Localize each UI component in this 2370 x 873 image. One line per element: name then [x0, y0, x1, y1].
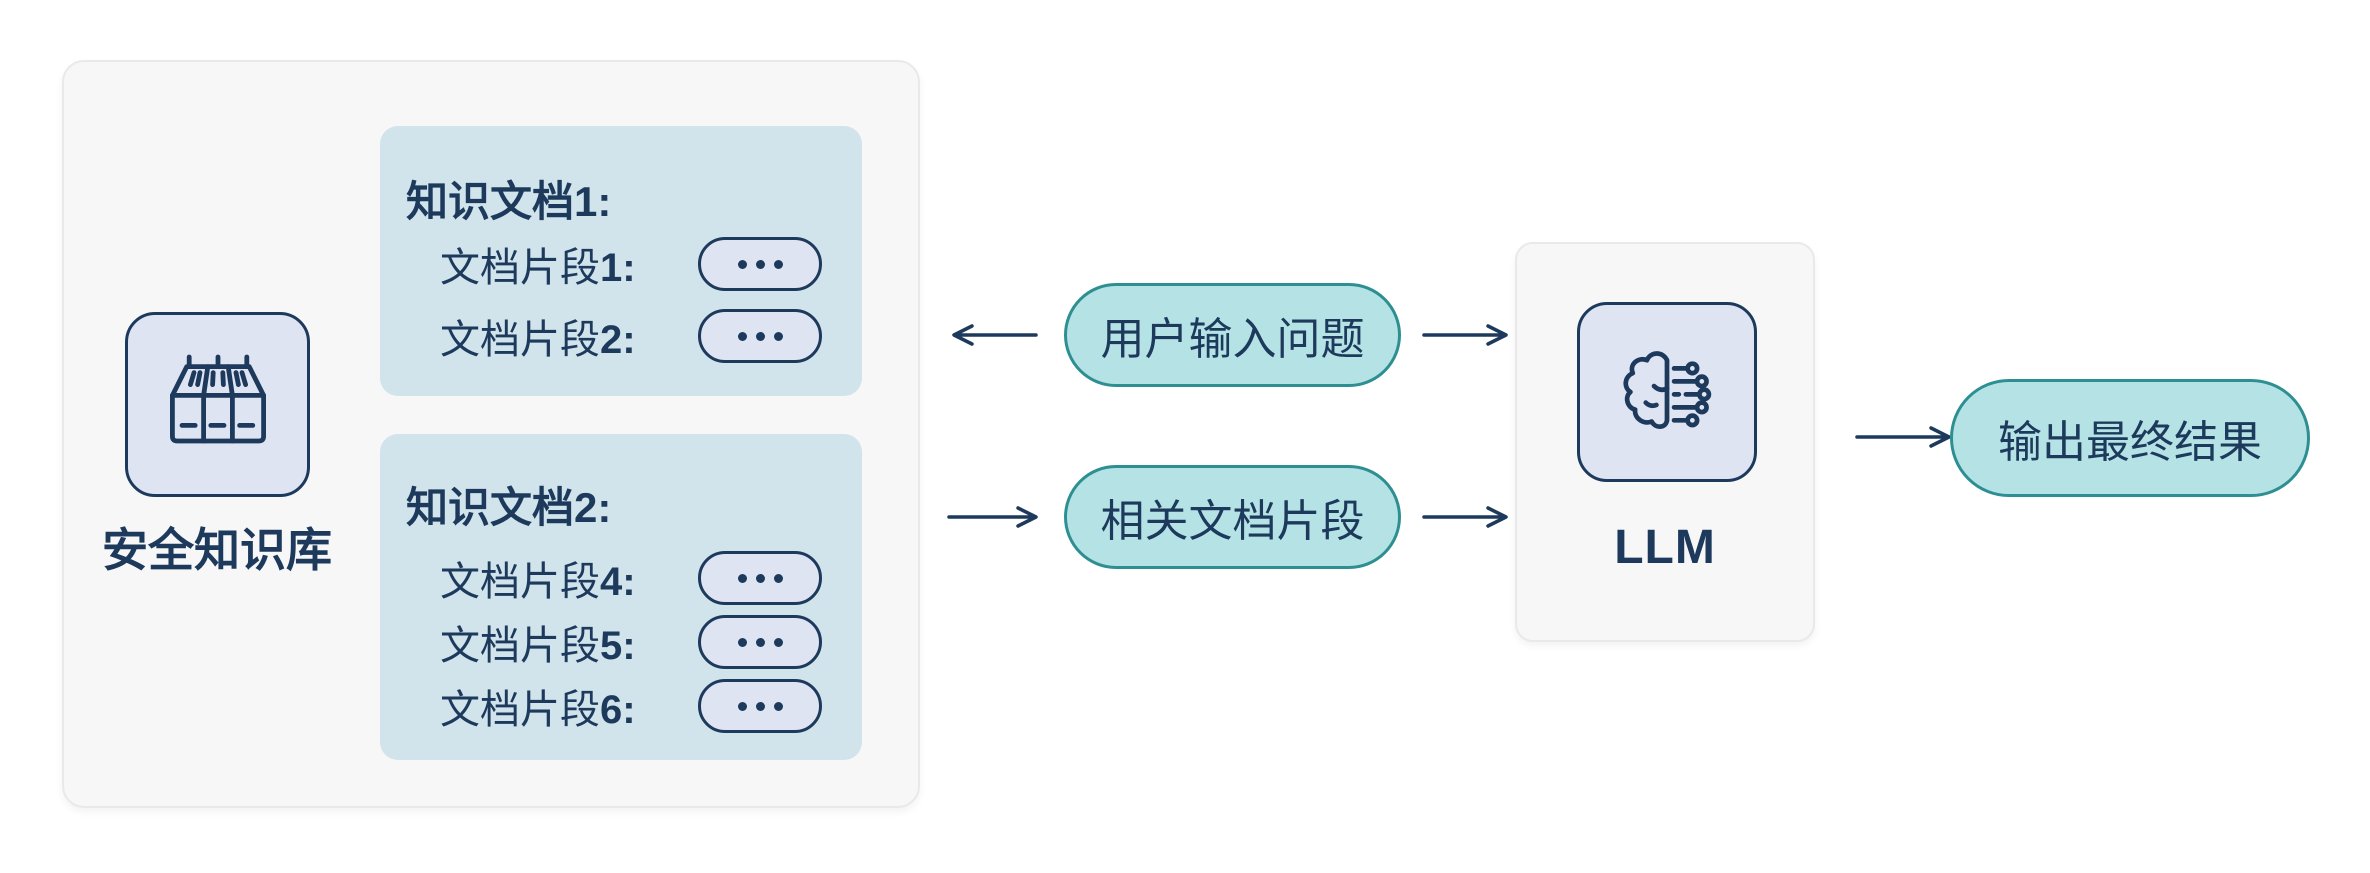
llm-tile	[1577, 302, 1757, 482]
fragment-text: 文档片段	[440, 246, 600, 290]
fragment-text: 文档片段	[440, 624, 600, 668]
fragment-number: 1:	[600, 246, 636, 290]
arrow-right-icon	[1420, 322, 1510, 348]
arrow-right-icon	[1853, 424, 1953, 450]
ellipsis-icon	[698, 679, 822, 733]
knowledge-doc-2-card: 知识文档2: 文档片段4: 文档片段5: 文档片段6:	[380, 434, 862, 760]
doc-2-fragment-row-1: 文档片段4:	[440, 550, 822, 606]
knowledge-doc-1-card: 知识文档1: 文档片段1: 文档片段2:	[380, 126, 862, 396]
user-query-pill: 用户输入问题	[1064, 283, 1401, 387]
knowledge-base-tile	[125, 312, 310, 497]
final-output-pill: 输出最终结果	[1950, 379, 2310, 497]
knowledge-base-label: 安全知识库	[102, 524, 332, 576]
fragment-label: 文档片段4:	[440, 549, 636, 607]
arrow-right-icon	[945, 504, 1040, 530]
related-fragments-pill: 相关文档片段	[1064, 465, 1401, 569]
arrow-left-icon	[945, 322, 1040, 348]
fragment-label: 文档片段2:	[440, 307, 636, 365]
fragment-label: 文档片段5:	[440, 613, 636, 671]
llm-panel: LLM	[1515, 242, 1815, 642]
llm-label: LLM	[1614, 521, 1716, 574]
ellipsis-icon	[698, 237, 822, 291]
brain-circuit-icon	[1623, 351, 1712, 430]
fragment-number: 5:	[600, 624, 636, 668]
doc-1-fragment-row-2: 文档片段2:	[440, 308, 822, 364]
knowledge-base-panel: 安全知识库 知识文档1: 文档片段1: 文档片段2: 知识文档2: 文档片段4:…	[62, 60, 920, 808]
fragment-label: 文档片段1:	[440, 235, 636, 293]
ellipsis-icon	[698, 309, 822, 363]
fragment-number: 2:	[600, 318, 636, 362]
fragment-text: 文档片段	[440, 688, 600, 732]
doc-2-fragment-row-3: 文档片段6:	[440, 678, 822, 734]
doc-1-fragment-row-1: 文档片段1:	[440, 236, 822, 292]
doc-1-title: 知识文档1:	[406, 178, 612, 225]
doc-2-title: 知识文档2:	[406, 484, 612, 531]
books-icon	[169, 354, 266, 443]
fragment-text: 文档片段	[440, 560, 600, 604]
arrow-right-icon	[1420, 504, 1510, 530]
fragment-text: 文档片段	[440, 318, 600, 362]
doc-2-fragment-row-2: 文档片段5:	[440, 614, 822, 670]
fragment-number: 6:	[600, 688, 636, 732]
ellipsis-icon	[698, 615, 822, 669]
fragment-label: 文档片段6:	[440, 677, 636, 735]
fragment-number: 4:	[600, 560, 636, 604]
ellipsis-icon	[698, 551, 822, 605]
